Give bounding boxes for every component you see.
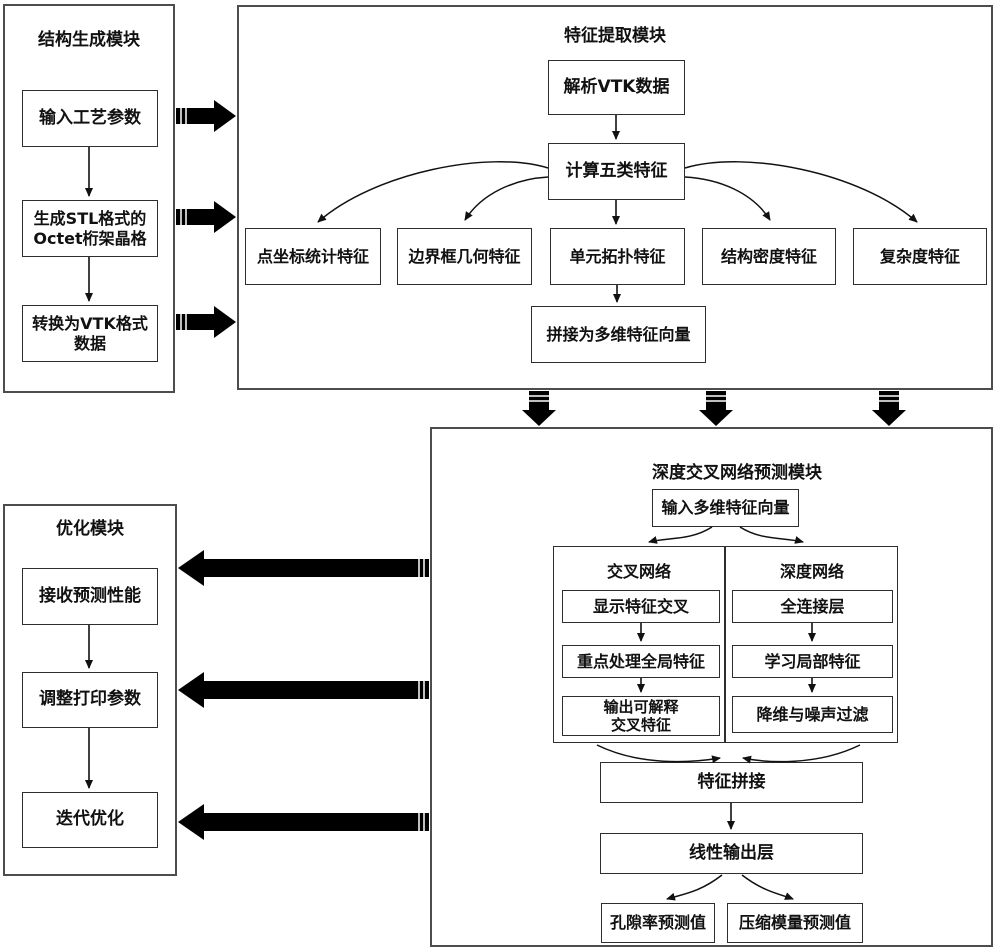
network-divider-line <box>724 546 726 743</box>
block-arrow-feature-to-dcn-3 <box>872 391 906 426</box>
block-arrow-notch-3 <box>180 313 187 331</box>
dcn-module-frame <box>430 427 993 947</box>
block-arrow-dcn-to-opt-2 <box>178 672 429 708</box>
cross-network-title: 交叉网络 <box>606 562 671 581</box>
deep-box-fully-connected: 全连接层 <box>732 590 893 623</box>
optimization-module-frame <box>3 504 177 876</box>
step-box-convert-vtk: 转换为VTK格式 数据 <box>22 305 158 362</box>
box-parse-vtk: 解析VTK数据 <box>548 60 685 115</box>
box-concat-feature-vector: 拼接为多维特征向量 <box>531 306 706 363</box>
block-arrow-notch-6 <box>878 395 900 402</box>
step-box-adjust-print-params: 调整打印参数 <box>22 672 158 728</box>
output-box-compression-modulus: 压缩模量预测值 <box>727 903 863 943</box>
block-arrow-feature-to-dcn-2 <box>699 391 733 426</box>
block-arrow-notch-9 <box>418 812 425 832</box>
step-box-iterative-optimize: 迭代优化 <box>22 792 158 848</box>
optimization-module-title: 优化模块 <box>56 519 124 539</box>
feature-box-complexity: 复杂度特征 <box>853 228 987 285</box>
block-arrow-notch-4 <box>528 395 550 402</box>
block-arrow-dcn-to-opt-1 <box>178 550 429 586</box>
structure-module-frame <box>3 4 175 393</box>
dcn-module-title: 深度交叉网络预测模块 <box>652 463 822 483</box>
feature-module-frame <box>237 5 993 390</box>
feature-box-point-statistics: 点坐标统计特征 <box>245 228 381 285</box>
feature-module-title: 特征提取模块 <box>564 26 666 46</box>
cross-box-global-features: 重点处理全局特征 <box>562 645 720 678</box>
box-feature-concat: 特征拼接 <box>600 762 863 803</box>
block-arrow-structure-to-feature-3 <box>176 306 236 338</box>
step-box-receive-prediction: 接收预测性能 <box>22 568 158 625</box>
step-box-input-process-params: 输入工艺参数 <box>22 90 158 147</box>
box-input-feature-vector: 输入多维特征向量 <box>652 489 799 527</box>
feature-box-structure-density: 结构密度特征 <box>702 228 836 285</box>
block-arrow-notch-7 <box>418 558 425 578</box>
step-box-generate-stl-octet: 生成STL格式的 Octet桁架晶格 <box>22 200 158 257</box>
block-arrow-notch-2 <box>180 208 187 226</box>
cross-box-explicit-crossing: 显示特征交叉 <box>562 590 720 623</box>
block-arrow-notch-5 <box>705 395 727 402</box>
deep-box-local-features: 学习局部特征 <box>732 645 893 678</box>
block-arrow-notch-1 <box>180 107 187 125</box>
block-arrow-structure-to-feature-2 <box>176 201 236 233</box>
box-compute-five-features: 计算五类特征 <box>548 143 685 200</box>
block-arrow-notch-8 <box>418 680 425 700</box>
cross-box-interpretable-output: 输出可解释 交叉特征 <box>562 696 720 736</box>
output-box-porosity: 孔隙率预测值 <box>601 903 715 943</box>
deep-box-noise-filtering: 降维与噪声过滤 <box>732 696 893 733</box>
block-arrow-dcn-to-opt-3 <box>178 804 429 840</box>
structure-module-title: 结构生成模块 <box>38 30 140 50</box>
block-arrow-structure-to-feature-1 <box>176 100 236 132</box>
deep-network-title: 深度网络 <box>779 562 844 581</box>
box-linear-output-layer: 线性输出层 <box>600 833 863 874</box>
feature-box-bounding-geometry: 边界框几何特征 <box>397 228 532 285</box>
block-arrow-feature-to-dcn-1 <box>522 391 556 426</box>
feature-box-cell-topology: 单元拓扑特征 <box>550 228 685 285</box>
